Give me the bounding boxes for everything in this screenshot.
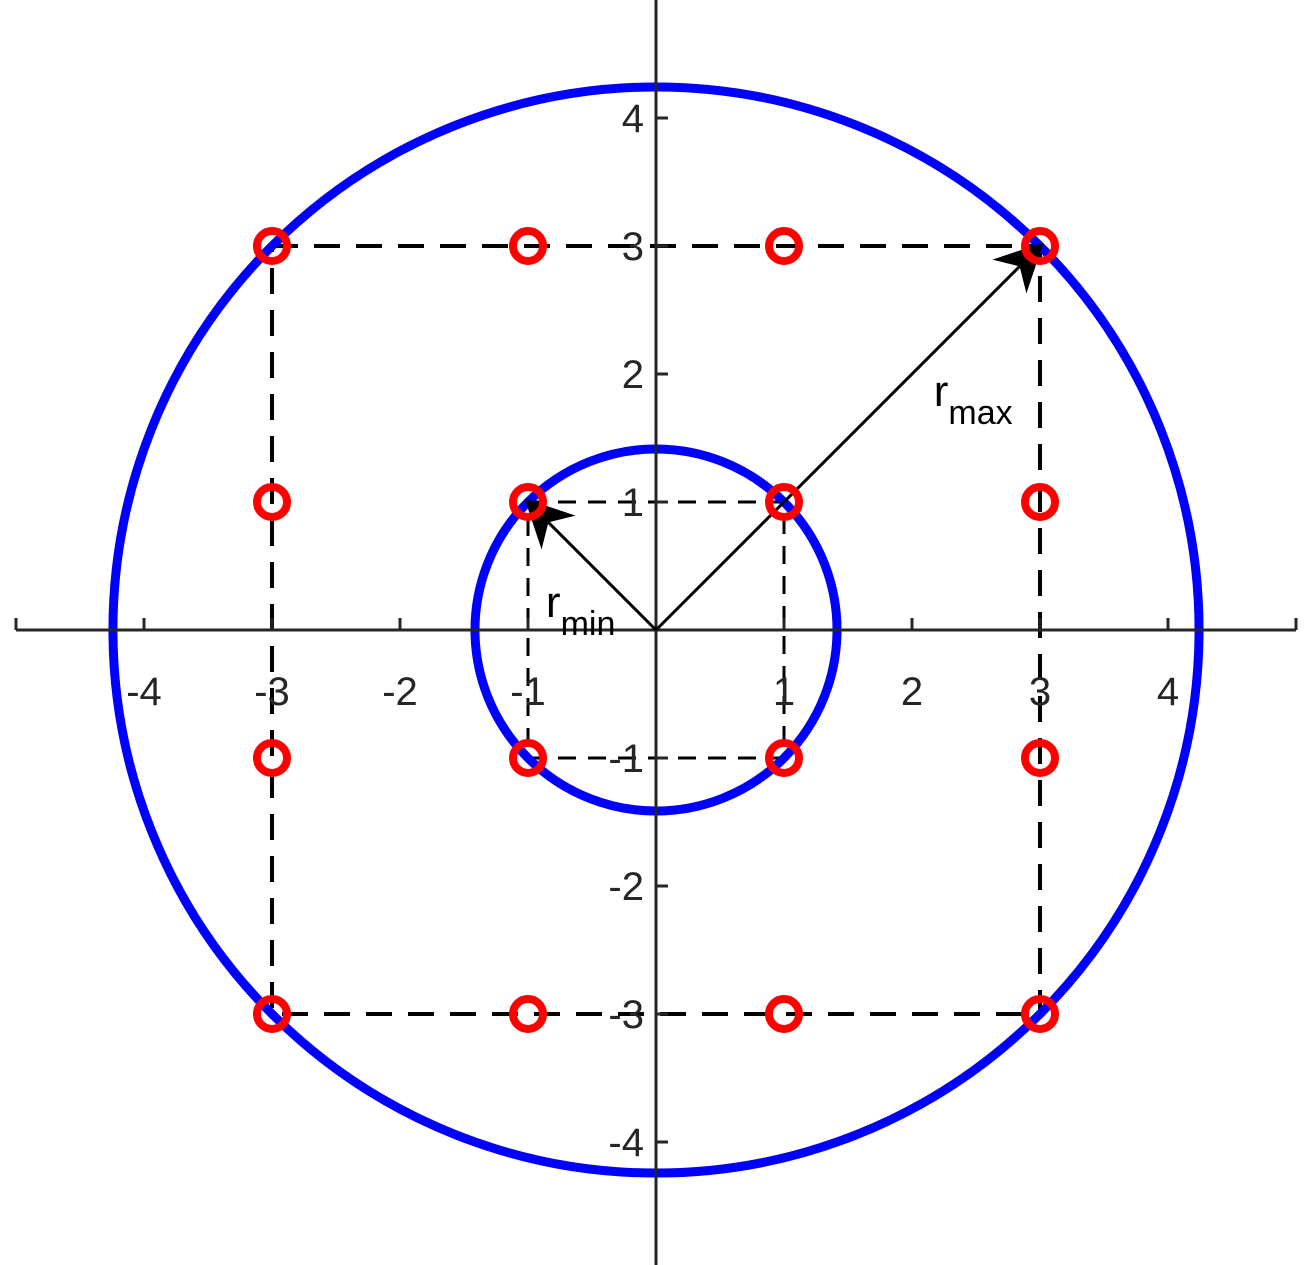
- label-r-max: rmax: [934, 367, 1013, 432]
- radius-arrows: [524, 242, 1044, 632]
- constellation-point: [509, 739, 547, 777]
- label-r-max-main: r: [934, 367, 949, 416]
- y-tick-label: -2: [608, 865, 644, 909]
- constellation-point: [253, 483, 291, 521]
- x-tick-label: -2: [382, 670, 418, 714]
- constellation-point: [765, 227, 803, 265]
- x-tick-label: 4: [1157, 670, 1179, 714]
- x-tick-label: 3: [1029, 670, 1051, 714]
- y-tick-label: -1: [608, 737, 644, 781]
- x-tick-label: -3: [254, 670, 290, 714]
- y-tick-label: -4: [608, 1121, 644, 1165]
- arrow-r-min: [524, 498, 658, 632]
- constellation-point: [509, 995, 547, 1033]
- label-r-max-subscript: max: [948, 394, 1012, 432]
- constellation-point: [509, 483, 547, 521]
- constellation-point: [253, 227, 291, 265]
- arrow-r-max: [654, 242, 1044, 632]
- y-tick-label: 3: [622, 225, 644, 269]
- x-tick-label: 2: [901, 670, 923, 714]
- tick-labels: -4 -3 -2 -1 1 2 3 4 -4 -3 -2 -1 1 2 3 4: [126, 97, 1179, 1165]
- constellation-point: [765, 739, 803, 777]
- constellation-point: [253, 739, 291, 777]
- constellation-point: [253, 995, 291, 1033]
- constellation-point: [1021, 227, 1059, 265]
- y-tick-label: -3: [608, 993, 644, 1037]
- y-tick-label: 1: [622, 481, 644, 525]
- label-r-min: rmin: [546, 578, 615, 643]
- axes: [14, 0, 1298, 1265]
- x-tick-label: 1: [773, 670, 795, 714]
- x-tick-label: -4: [126, 670, 162, 714]
- x-tick-label: -1: [510, 670, 546, 714]
- constellation-point: [765, 483, 803, 521]
- label-r-min-subscript: min: [561, 605, 616, 643]
- y-tick-label: 2: [622, 353, 644, 397]
- constellation-point: [509, 227, 547, 265]
- constellation-point: [765, 995, 803, 1033]
- y-tick-label: 4: [622, 97, 644, 141]
- constellation-points: [253, 227, 1059, 1033]
- label-r-min-main: r: [546, 578, 561, 627]
- constellation-point: [1021, 483, 1059, 521]
- constellation-point: [1021, 995, 1059, 1033]
- constellation-point: [1021, 739, 1059, 777]
